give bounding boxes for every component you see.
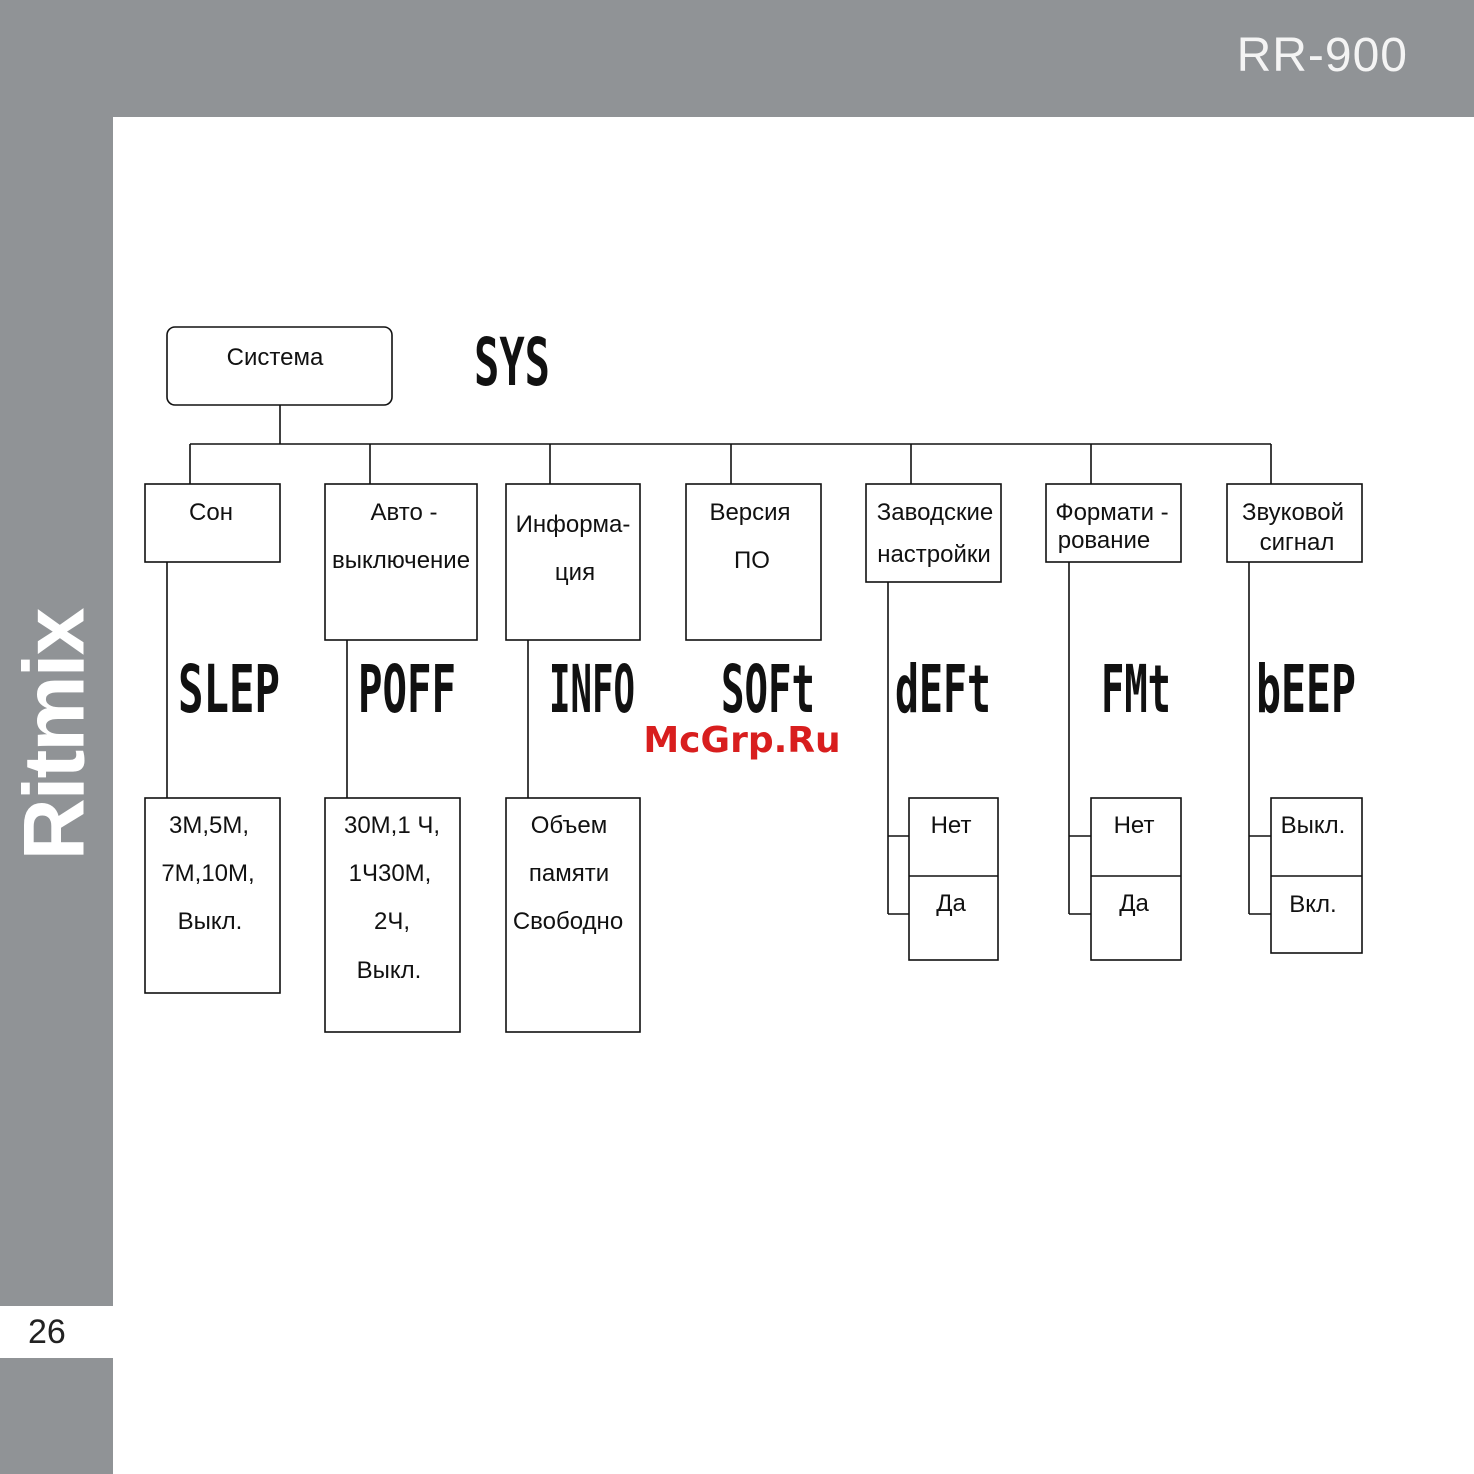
branch-title-format-1: Формати - [1055, 499, 1168, 526]
option-sleep-1: 3М,5М, [169, 812, 249, 839]
watermark-text: McGrp.Ru [643, 720, 840, 761]
option-format-no: Нет [1114, 812, 1155, 839]
branch-title-format-2: рование [1058, 527, 1151, 554]
option-autooff-3: 2Ч, [374, 908, 410, 935]
branch-title-version-2: ПО [734, 547, 770, 574]
branch-title-defaults-2: настройки [877, 541, 991, 568]
branch-title-beep-1: Звуковой [1242, 499, 1344, 526]
option-sleep-2: 7М,10М, [161, 860, 254, 887]
option-sleep-3: Выкл. [178, 908, 243, 935]
lcd-code-defaults: dEFt [895, 651, 991, 728]
branch-title-info-2: ция [555, 559, 595, 586]
branch-title-beep-2: сигнал [1260, 529, 1335, 556]
root-lcd-code: SYS [474, 324, 550, 401]
option-defaults-yes: Да [936, 890, 966, 917]
branch-title-autooff-2: выключение [332, 547, 470, 574]
option-autooff-1: 30М,1 Ч, [344, 812, 440, 839]
option-info-3: Свободно [513, 908, 623, 935]
option-info-1: Объем [531, 812, 607, 839]
option-defaults-no: Нет [931, 812, 972, 839]
branch-title-sleep: Сон [189, 499, 233, 526]
lcd-code-sleep: SLEP [178, 651, 280, 728]
lcd-code-beep: bEEP [1256, 651, 1356, 728]
branch-title-defaults-1: Заводские [877, 499, 993, 526]
option-autooff-2: 1Ч30М, [349, 860, 432, 887]
branch-title-info-1: Информа- [516, 511, 631, 538]
option-beep-on: Вкл. [1289, 891, 1336, 918]
lcd-code-autooff: POFF [358, 651, 456, 728]
lcd-code-version: SOFt [721, 651, 815, 728]
option-autooff-4: Выкл. [357, 957, 422, 984]
option-info-2: памяти [529, 860, 609, 887]
option-format-yes: Да [1119, 890, 1149, 917]
branch-title-version-1: Версия [709, 499, 790, 526]
root-label: Система [227, 344, 324, 371]
lcd-code-info: INFO [549, 651, 635, 728]
branch-title-autooff-1: Авто - [371, 499, 438, 526]
option-beep-off: Выкл. [1281, 812, 1346, 839]
lcd-code-format: FMt [1101, 651, 1171, 728]
